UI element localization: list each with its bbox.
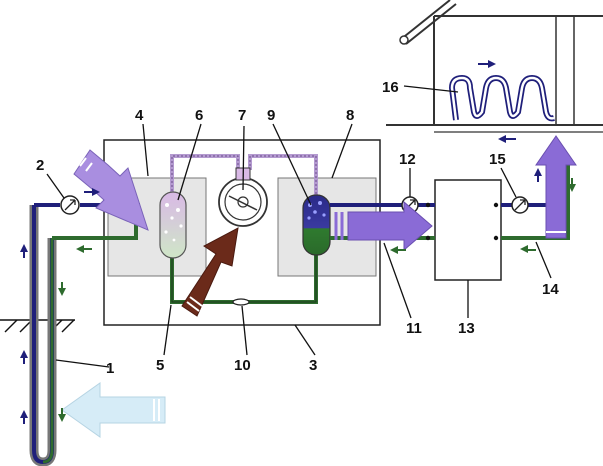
callout-6: 6 <box>195 107 203 124</box>
compressor-icon <box>218 167 268 227</box>
floor-heating-coil <box>448 74 555 122</box>
flow-arrow-icon <box>20 60 576 424</box>
storage-tank <box>434 179 502 281</box>
callout-14: 14 <box>542 281 559 298</box>
callout-labels: 1 2 3 4 5 6 7 8 9 10 11 12 13 14 15 16 <box>36 79 559 377</box>
callout-16: 16 <box>382 79 399 96</box>
callout-3: 3 <box>309 357 317 374</box>
callout-8: 8 <box>346 107 354 124</box>
ground-probe <box>29 205 57 466</box>
callout-7: 7 <box>238 107 246 124</box>
expansion-valve-icon <box>232 298 250 306</box>
pump-icon <box>511 196 529 214</box>
ambient-heat-inflow-arrow <box>73 149 149 231</box>
evaporator-vessel <box>159 191 187 259</box>
pump-icon <box>60 195 80 215</box>
callout-12: 12 <box>399 151 416 168</box>
callout-13: 13 <box>458 320 475 337</box>
house-structure <box>386 0 603 133</box>
condenser-vessel <box>302 194 331 256</box>
callout-10: 10 <box>234 357 251 374</box>
callout-11: 11 <box>406 320 422 337</box>
drive-energy-arrow <box>181 227 239 317</box>
heat-supply-arrow <box>334 200 433 252</box>
callout-9: 9 <box>267 107 275 124</box>
callout-2: 2 <box>36 157 44 174</box>
callout-5: 5 <box>156 357 164 374</box>
ground-heat-arrow <box>61 382 166 438</box>
callout-1: 1 <box>106 360 114 377</box>
callout-15: 15 <box>489 151 506 168</box>
pipe-junctions <box>425 202 499 241</box>
callout-leaders <box>46 85 552 368</box>
callout-4: 4 <box>135 107 144 124</box>
house-supply-arrow <box>535 135 577 239</box>
evaporator-bubbles <box>164 203 183 242</box>
